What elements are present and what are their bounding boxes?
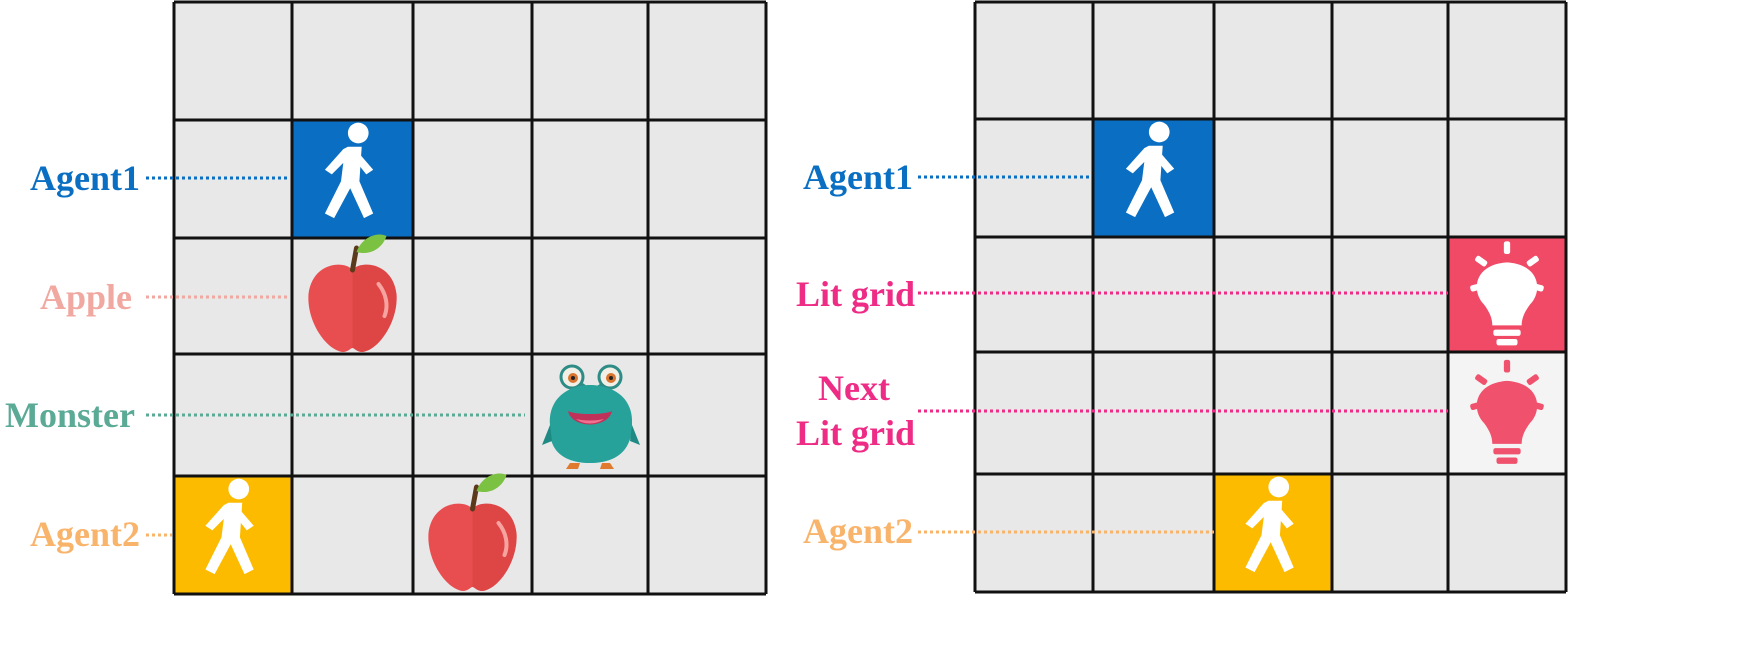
- next-lit-label-line2: Lit grid: [796, 413, 915, 453]
- left-apple-label: Apple: [40, 277, 132, 317]
- left-agent2-label: Agent2: [30, 514, 140, 554]
- left-monster-label: Monster: [5, 395, 135, 435]
- right-grid-board: [973, 0, 1568, 594]
- next-lit-label-line1: Next: [818, 368, 890, 408]
- right-agent2-label: Agent2: [803, 511, 913, 551]
- right-agent1-label: Agent1: [803, 157, 913, 197]
- left-agent1-label: Agent1: [30, 158, 140, 198]
- lit-grid-label: Lit grid: [796, 274, 915, 314]
